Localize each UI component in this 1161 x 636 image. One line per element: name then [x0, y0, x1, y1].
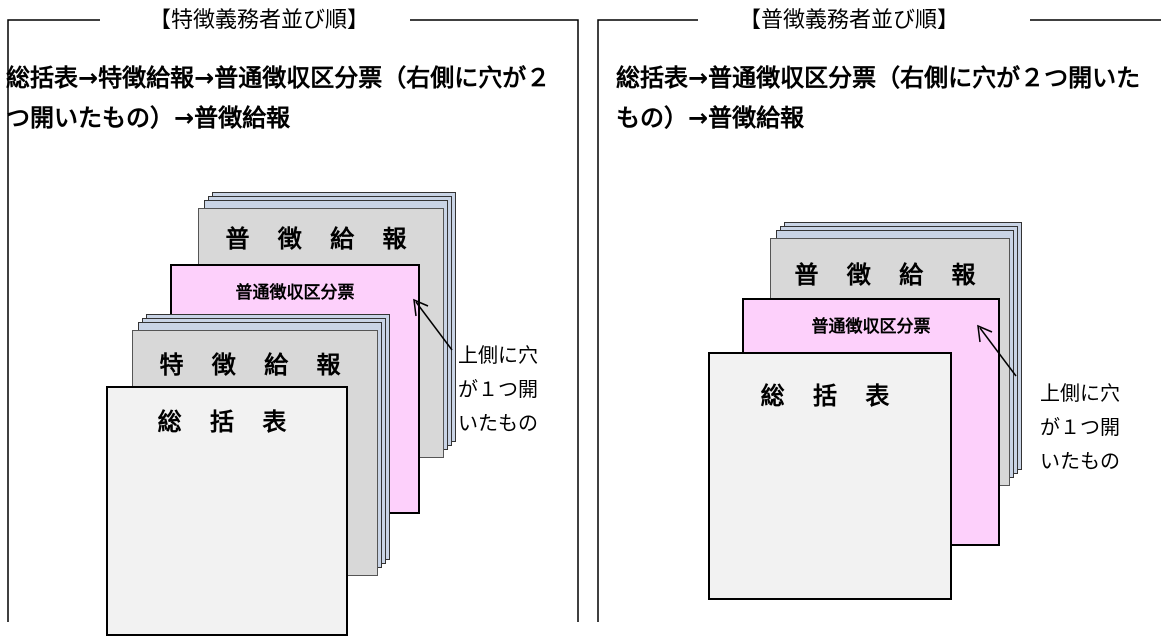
sheet-soukatsu: 総 括 表 [106, 386, 348, 636]
sheet-label: 普 徴 給 報 [794, 261, 986, 289]
panel-description: 総括表→普通徴収区分票（右側に穴が２つ開いたもの）→普徴給報 [616, 64, 1141, 132]
note-line: いたもの [1040, 449, 1120, 473]
note-line: 上側に穴 [1040, 381, 1120, 405]
panel-description: 総括表→特徴給報→普通徴収区分票（右側に穴が２つ開いたもの）→普徴給報 [6, 64, 551, 132]
sheet-label: 普通徴収区分票 [811, 317, 931, 337]
arrow-icon [413, 298, 453, 351]
note-line: が１つ開 [458, 377, 538, 401]
panel-tokucho: 【特徴義務者並び順】 総括表→特徴給報→普通徴収区分票（右側に穴が２つ開いたもの… [0, 0, 580, 636]
panel-futoku: 【普徴義務者並び順】 総括表→普通徴収区分票（右側に穴が２つ開いたもの）→普徴給… [596, 0, 1161, 622]
sheet-label: 特 徴 給 報 [159, 351, 351, 379]
note-line: いたもの [458, 411, 538, 435]
sheet-label: 総 括 表 [760, 382, 900, 410]
sheet-soukatsu: 総 括 表 [708, 352, 952, 600]
panel-title: 【普徴義務者並び順】 [733, 6, 966, 36]
arrow-icon [977, 324, 1017, 377]
panel-frame [597, 19, 1161, 622]
sheet-label: 普 徴 給 報 [225, 225, 417, 253]
panel-title: 【特徴義務者並び順】 [143, 6, 376, 36]
note-hole: 上側に穴 が１つ開 いたもの [458, 338, 558, 440]
note-hole: 上側に穴 が１つ開 いたもの [1040, 376, 1140, 478]
sheet-label: 普通徴収区分票 [235, 283, 355, 303]
note-line: 上側に穴 [458, 343, 538, 367]
note-line: が１つ開 [1040, 415, 1120, 439]
panel-frame [7, 19, 579, 622]
sheet-label: 総 括 表 [157, 408, 297, 436]
